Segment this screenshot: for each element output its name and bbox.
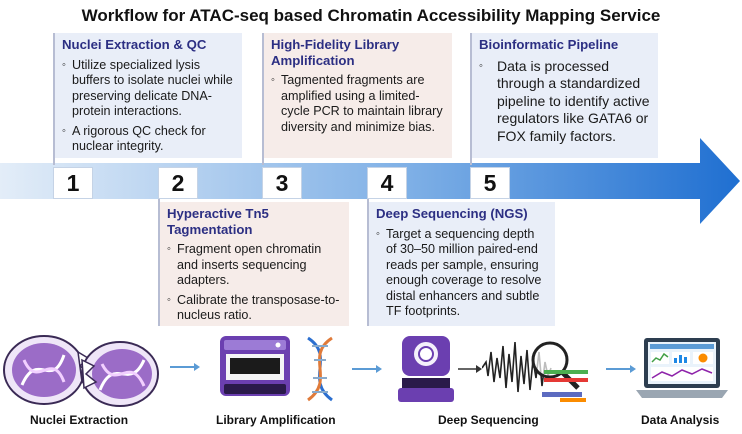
bottom-label-library-amplification: Library Amplification [216,413,336,427]
step-4-card: Deep Sequencing (NGS) Target a sequencin… [369,202,555,326]
step-2-heading: Hyperactive Tn5 Tagmentation [167,206,269,237]
step-3-card: High-Fidelity Library Amplification Tagm… [264,33,452,158]
step-2-bullet-2: Calibrate the transposase-to-nucleus rat… [167,293,342,324]
connector-1 [53,33,55,165]
laptop-dashboard-icon [636,338,728,398]
connector-3 [262,33,264,165]
connector-4 [367,198,369,326]
step-5-heading: Bioinformatic Pipeline [479,37,619,52]
step-5-number: 5 [470,167,510,199]
connector-2 [158,198,160,326]
step-4-bullet-1: Target a sequencing depth of 30–50 milli… [376,227,548,321]
dna-helix-icon [307,336,333,402]
step-1-bullet-2: A rigorous QC check for nuclear integrit… [62,124,235,155]
step-1-card: Nuclei Extraction & QC Utilize specializ… [55,33,242,158]
step-3-heading: High-Fidelity Library Amplification [271,37,400,68]
step-4-number: 4 [367,167,407,199]
step-4-heading: Deep Sequencing (NGS) [376,206,528,221]
arrow-right-icon [170,363,200,371]
waveform-magnifier-icon [482,341,588,402]
step-3-number: 3 [262,167,302,199]
arrow-right-icon [352,365,382,373]
step-2-number: 2 [158,167,198,199]
step-1-number: 1 [53,167,93,199]
step-2-card: Hyperactive Tn5 Tagmentation Fragment op… [160,202,349,326]
bottom-label-nuclei-extraction: Nuclei Extraction [30,413,129,427]
arrow-right-icon [458,365,482,373]
step-3-bullet-1: Tagmented fragments are amplified using … [271,73,445,135]
sequencer-icon [398,336,454,402]
step-1-heading: Nuclei Extraction & QC [62,37,207,52]
step-5-bullet-1: Data is processed through a standardized… [479,58,651,146]
bottom-label-deep-sequencing: Deep Sequencing [438,413,539,427]
bottom-label-data-analysis: Data Analysis [641,413,720,427]
page-title: Workflow for ATAC-seq based Chromatin Ac… [81,6,661,25]
step-1-bullet-1: Utilize specialized lysis buffers to iso… [62,58,235,120]
nuclei-icon [3,335,159,407]
library-amplifier-icon [220,336,290,396]
connector-5 [470,33,472,165]
step-2-bullet-1: Fragment open chromatin and inserts sequ… [167,242,342,289]
arrow-right-icon [606,365,636,373]
step-5-card: Bioinformatic Pipeline Data is processed… [472,33,658,158]
